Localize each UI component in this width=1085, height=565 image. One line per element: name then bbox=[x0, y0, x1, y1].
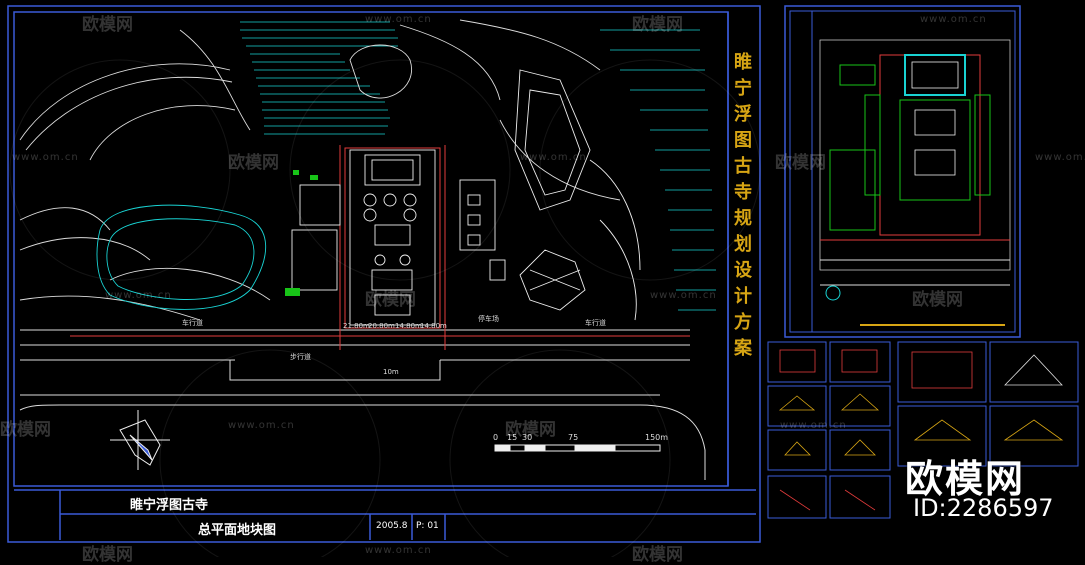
page-number: P: 01 bbox=[416, 521, 439, 531]
scale-tick-0: 0 bbox=[493, 433, 499, 442]
scale-bar bbox=[494, 444, 661, 452]
watermark-brand: 欧模网 bbox=[505, 420, 556, 440]
sheet-title: 总平面地块图 bbox=[198, 523, 277, 538]
roads bbox=[19, 329, 706, 480]
vertical-title-char: 寺 bbox=[734, 182, 752, 203]
scale-tick-15: 15 bbox=[507, 433, 518, 442]
watermark-brand: 欧模网 bbox=[365, 290, 416, 310]
temple-name: 睢宁浮图古寺 bbox=[130, 498, 209, 513]
watermark-brand: 欧模网 bbox=[82, 545, 133, 565]
model-id: ID:2286597 bbox=[913, 494, 1054, 522]
sheet-preview-top bbox=[784, 5, 1021, 338]
vertical-title-char: 划 bbox=[734, 234, 752, 255]
road-label-left: 车行道 bbox=[182, 319, 203, 327]
scale-tick-150: 150m bbox=[645, 433, 669, 442]
green-vegetation bbox=[285, 170, 318, 296]
dim-label-2: 20.80m bbox=[368, 322, 395, 330]
watermark-url: www.om.cn bbox=[920, 14, 987, 25]
thumbnail-sheets bbox=[767, 341, 1079, 519]
vertical-title-char: 计 bbox=[734, 286, 752, 307]
dim-label-4: 14.80m bbox=[420, 322, 447, 330]
watermark-brand: 欧模网 bbox=[0, 420, 51, 440]
dim-label-3: 14.80m bbox=[395, 322, 422, 330]
watermark-brand: 欧模网 bbox=[912, 290, 963, 310]
brand-logo-text: 欧模网 bbox=[905, 457, 1026, 501]
watermark-url: www.om.cn bbox=[365, 14, 432, 25]
scale-tick-75: 75 bbox=[568, 433, 579, 442]
vertical-title-char: 宁 bbox=[734, 78, 752, 99]
watermark-url: www.om.cn bbox=[228, 420, 295, 431]
vertical-title-char: 浮 bbox=[734, 104, 752, 125]
watermark-url: www.om.cn bbox=[780, 420, 847, 431]
watermark-url: www.om.cn bbox=[650, 290, 717, 301]
scale-tick-30: 30 bbox=[522, 433, 533, 442]
dim-label-1: 21.80m bbox=[343, 322, 370, 330]
main-sheet-frame bbox=[7, 5, 761, 543]
watermark-url: www.om.cn bbox=[365, 545, 432, 556]
water-hatch bbox=[240, 21, 716, 311]
drawing-date: 2005.8 bbox=[376, 521, 408, 531]
temple-complex bbox=[291, 149, 506, 326]
watermark-brand: 欧模网 bbox=[228, 153, 279, 173]
watermark-brand: 欧模网 bbox=[775, 153, 826, 173]
plaza-label: 停车场 bbox=[478, 315, 499, 323]
vertical-title-char: 睢 bbox=[734, 52, 752, 73]
right-buildings bbox=[514, 69, 641, 321]
vertical-title-char: 古 bbox=[734, 156, 752, 177]
vertical-title-char: 案 bbox=[734, 338, 752, 359]
gate-label: 10m bbox=[383, 368, 399, 376]
road-label-right: 车行道 bbox=[585, 319, 606, 327]
watermark-url: www.om.cn bbox=[520, 152, 587, 163]
north-arrow bbox=[110, 410, 170, 470]
watermark-brand: 欧模网 bbox=[632, 545, 683, 565]
left-landscape-paths bbox=[19, 19, 621, 321]
watermark-brand: 欧模网 bbox=[632, 15, 683, 35]
vertical-title-char: 图 bbox=[734, 130, 752, 151]
watermark-url: www.om.cn bbox=[12, 152, 79, 163]
watermark-circles bbox=[9, 59, 761, 557]
vertical-title-char: 设 bbox=[734, 260, 752, 281]
watermark-brand: 欧模网 bbox=[82, 15, 133, 35]
thumbnail-contents bbox=[778, 349, 1064, 511]
red-axes bbox=[70, 145, 690, 350]
watermark-url: www.om.cn bbox=[105, 290, 172, 301]
watermark-url: www.om.cn bbox=[1035, 152, 1085, 163]
lake-outline bbox=[96, 204, 267, 310]
vertical-title-char: 规 bbox=[734, 208, 752, 229]
walk-label: 步行道 bbox=[290, 353, 311, 361]
vertical-project-title: 睢宁浮图古寺规划设计方案 bbox=[733, 50, 753, 362]
vertical-title-char: 方 bbox=[734, 312, 752, 333]
